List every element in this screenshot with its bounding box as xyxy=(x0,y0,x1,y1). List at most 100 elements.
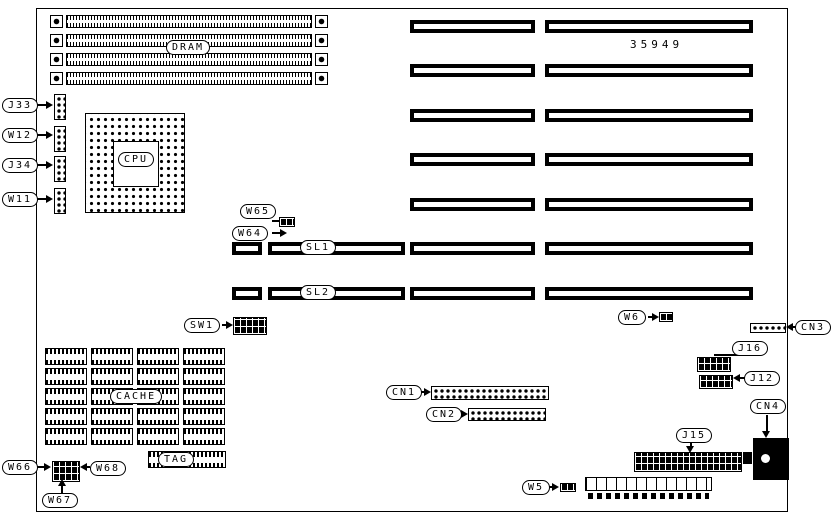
label-j33: J33 xyxy=(2,98,39,113)
cache-chip xyxy=(137,348,179,365)
w65-header xyxy=(279,217,295,227)
leader-line xyxy=(36,164,48,166)
label-w11: W11 xyxy=(2,192,39,207)
leader-line xyxy=(272,232,280,234)
simm-socket-end xyxy=(315,53,328,66)
label-j12: J12 xyxy=(744,371,781,386)
arrow-icon xyxy=(786,323,793,331)
arrow-icon xyxy=(461,410,468,418)
label-cn4: CN4 xyxy=(750,399,787,414)
leader-line xyxy=(714,354,740,356)
cache-chip xyxy=(183,368,225,385)
sl2-slot-segment xyxy=(232,287,262,300)
label-dram: DRAM xyxy=(166,40,211,55)
isa-slot xyxy=(410,64,535,77)
isa-slot xyxy=(545,287,753,300)
leader-line xyxy=(86,466,90,468)
cache-chip xyxy=(183,408,225,425)
isa-slot xyxy=(410,109,535,122)
w11-header xyxy=(54,188,66,214)
leader-line xyxy=(420,391,426,393)
label-w67: W67 xyxy=(42,493,79,508)
arrow-icon xyxy=(46,131,53,139)
leader-line xyxy=(548,486,554,488)
cache-chip xyxy=(137,408,179,425)
board-outline xyxy=(36,8,788,512)
arrow-icon xyxy=(552,483,559,491)
label-w5: W5 xyxy=(522,480,551,495)
j33-header xyxy=(54,94,66,120)
w5-header xyxy=(560,483,576,492)
simm-socket-end xyxy=(315,15,328,28)
part-number: 35949 xyxy=(630,38,684,51)
leader-line xyxy=(61,485,63,493)
isa-slot xyxy=(545,242,753,255)
label-sl1: SL1 xyxy=(300,240,337,255)
arrow-icon xyxy=(46,195,53,203)
arrow-icon xyxy=(652,313,659,321)
label-cn2: CN2 xyxy=(426,407,463,422)
w6-header xyxy=(659,312,673,322)
label-j16: J16 xyxy=(732,341,769,356)
isa-slot xyxy=(545,198,753,211)
sl1-slot-segment xyxy=(232,242,262,255)
cache-chip xyxy=(183,428,225,445)
label-w64: W64 xyxy=(232,226,269,241)
label-cn3: CN3 xyxy=(795,320,832,335)
cache-chip xyxy=(91,368,133,385)
j16-header xyxy=(697,357,731,372)
cache-chip xyxy=(183,348,225,365)
isa-slot xyxy=(410,20,535,33)
w66-w67-w68-header xyxy=(52,461,80,482)
cache-chip xyxy=(45,388,87,405)
isa-slot xyxy=(545,64,753,77)
leader-line xyxy=(766,415,768,432)
arrow-icon xyxy=(46,101,53,109)
label-cpu: CPU xyxy=(118,152,155,167)
sw1-dip-switch xyxy=(233,317,267,335)
cache-chip xyxy=(91,348,133,365)
simm-socket xyxy=(66,72,312,85)
isa-slot xyxy=(410,198,535,211)
label-w68: W68 xyxy=(90,461,127,476)
arrow-icon xyxy=(58,479,66,486)
leader-line xyxy=(648,316,654,318)
label-j34: J34 xyxy=(2,158,39,173)
connector-hole xyxy=(761,454,770,463)
cache-chip xyxy=(91,428,133,445)
cache-chip xyxy=(91,408,133,425)
label-w6: W6 xyxy=(618,310,647,325)
simm-socket-end xyxy=(315,34,328,47)
label-w65: W65 xyxy=(240,204,277,219)
leader-line xyxy=(36,466,46,468)
j15-header xyxy=(634,452,742,472)
cn2-connector xyxy=(468,408,546,421)
cache-chip xyxy=(183,388,225,405)
w12-header xyxy=(54,126,66,152)
label-sw1: SW1 xyxy=(184,318,221,333)
leader-line xyxy=(690,443,692,448)
leader-line xyxy=(36,198,48,200)
arrow-icon xyxy=(280,229,287,237)
isa-slot xyxy=(410,242,535,255)
label-w66: W66 xyxy=(2,460,39,475)
cache-chip xyxy=(45,408,87,425)
leader-line xyxy=(36,134,48,136)
arrow-icon xyxy=(226,321,233,329)
simm-socket xyxy=(66,15,312,28)
cn3-connector xyxy=(750,323,786,333)
cache-chip xyxy=(137,368,179,385)
isa-slot xyxy=(410,287,535,300)
cache-chip xyxy=(45,368,87,385)
arrow-icon xyxy=(80,463,87,471)
arrow-icon xyxy=(762,431,770,438)
simm-socket-end xyxy=(50,15,63,28)
label-w12: W12 xyxy=(2,128,39,143)
leader-line xyxy=(36,104,48,106)
simm-socket-end xyxy=(315,72,328,85)
label-cn1: CN1 xyxy=(386,385,423,400)
cache-chip xyxy=(45,428,87,445)
edge-connector-pins xyxy=(588,493,709,499)
simm-socket-end xyxy=(50,34,63,47)
